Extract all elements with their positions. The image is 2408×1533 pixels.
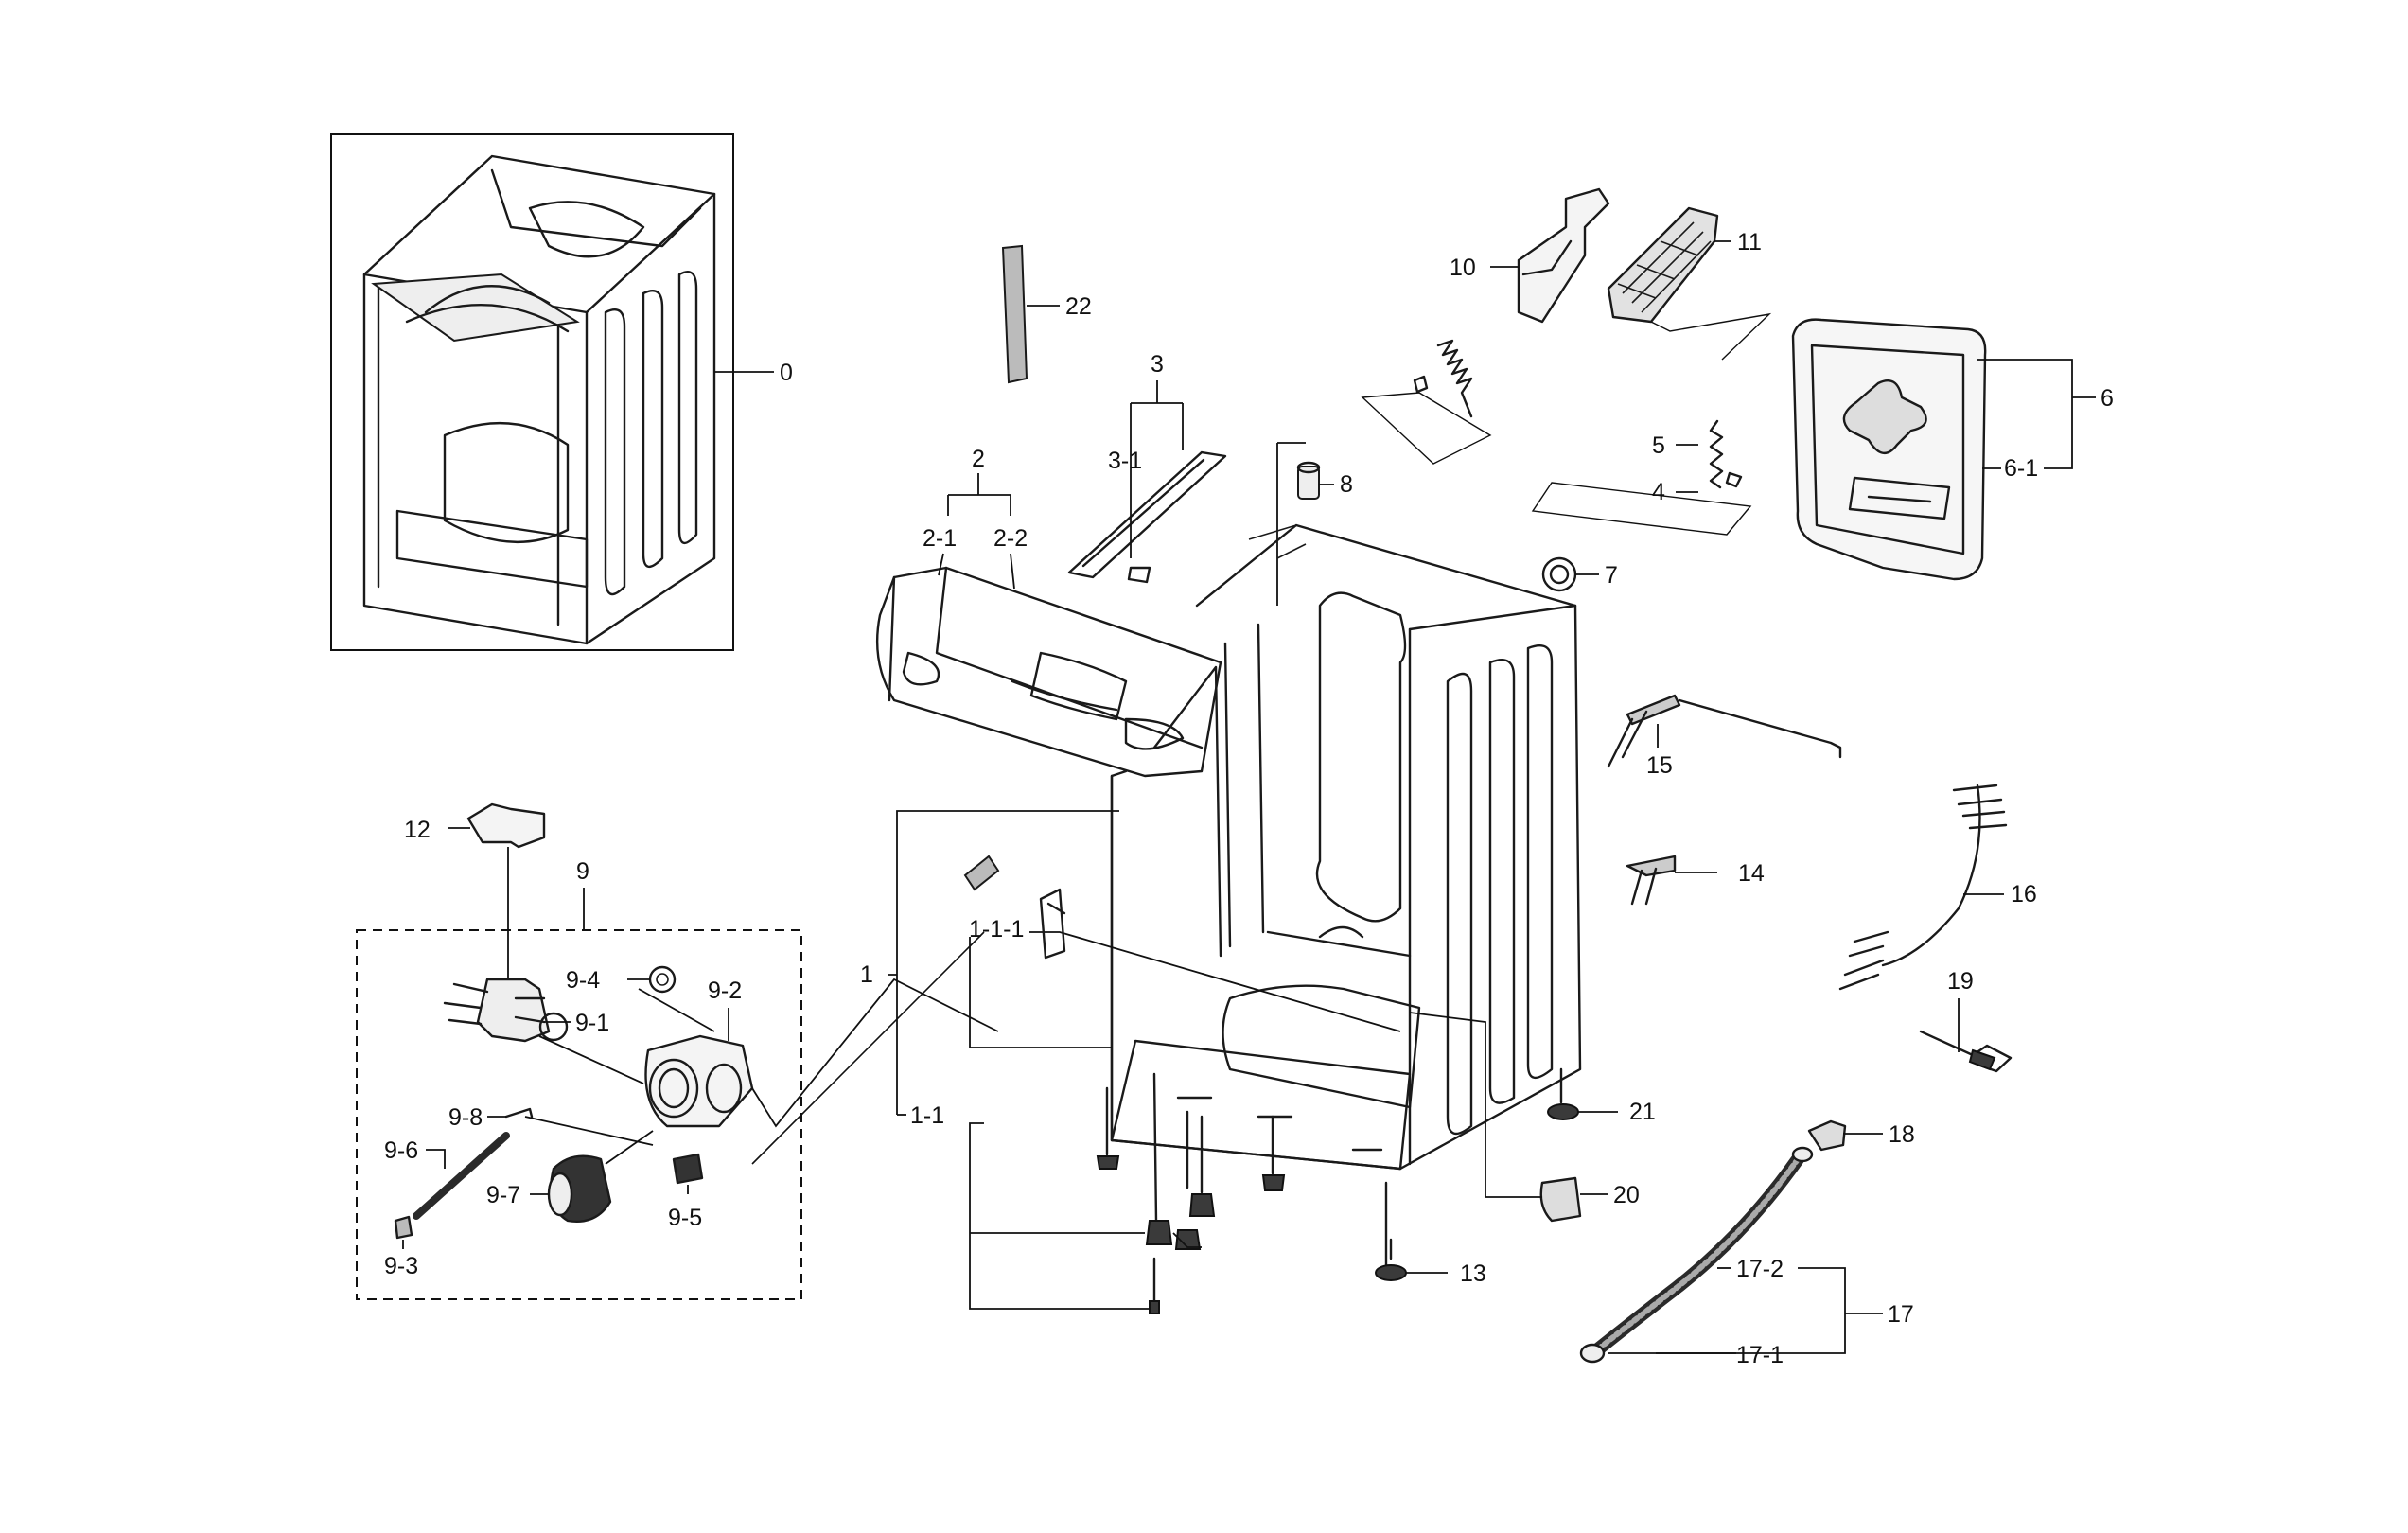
part-22-filter-strip: 22 — [1001, 244, 1092, 384]
callout-label-8: 8 — [1340, 471, 1353, 498]
callout-label-6: 6 — [2100, 385, 2114, 412]
callout-label-11: 11 — [1737, 229, 1762, 256]
callout-3: 3 3-1 — [1108, 351, 1184, 558]
callout-label-12: 12 — [404, 817, 431, 843]
part-2-control-panel-frame — [875, 566, 1222, 778]
parts-feet-legs — [1096, 1072, 1286, 1314]
callout-label-7: 7 — [1605, 562, 1618, 589]
callout-label-21: 21 — [1629, 1099, 1656, 1125]
callout-label-19: 19 — [1947, 968, 1974, 995]
callout-label-20: 20 — [1613, 1182, 1640, 1208]
callout-0: 0 — [714, 360, 793, 386]
callout-label-1: 1 — [860, 961, 873, 988]
part-16-wire-harness: 16 — [1838, 784, 2037, 991]
part-6-rear-cover: 6 6-1 — [1791, 318, 2114, 581]
callout-1: 1 1-1 1-1-1 — [860, 810, 1401, 1310]
callout-label-3-1: 3-1 — [1108, 448, 1142, 474]
part-15-damper: 15 — [1607, 694, 1842, 779]
callout-label-17-1: 17-1 — [1736, 1342, 1784, 1368]
callout-label-3: 3 — [1151, 351, 1164, 378]
callout-label-22: 22 — [1065, 293, 1092, 320]
callout-label-9-1: 9-1 — [575, 1010, 609, 1036]
callout-label-17-2: 17-2 — [1736, 1256, 1784, 1282]
part-1-main-cabinet — [1110, 523, 1582, 1171]
callout-label-15: 15 — [1646, 752, 1673, 779]
callout-label-9-6: 9-6 — [384, 1137, 418, 1164]
callout-label-9-8: 9-8 — [448, 1104, 483, 1131]
part-9-7-filter-cap: 9-7 — [486, 1130, 654, 1223]
part-17-drain-hose: 17-2 17-1 17 — [1579, 1146, 1914, 1368]
part-3-top-bracket — [1067, 450, 1227, 584]
part-18-hose-clip: 18 — [1807, 1119, 1915, 1152]
callout-label-0: 0 — [780, 360, 793, 386]
callout-label-17: 17 — [1888, 1301, 1914, 1328]
part-9-1-pump-motor: 9-1 — [443, 978, 644, 1084]
callout-label-10: 10 — [1450, 255, 1476, 281]
callout-label-4: 4 — [1652, 479, 1665, 505]
callout-label-9-2: 9-2 — [708, 978, 742, 1004]
callout-label-13: 13 — [1460, 1260, 1486, 1287]
callout-label-6-1: 6-1 — [2004, 455, 2038, 482]
callout-label-2: 2 — [972, 446, 985, 472]
part-14-damper: 14 — [1626, 855, 1765, 906]
part-20-clip: 20 — [1409, 1012, 1640, 1223]
part-9-5-connector: 9-5 — [668, 1153, 704, 1231]
callout-label-9-7: 9-7 — [486, 1182, 520, 1208]
callout-label-18: 18 — [1889, 1121, 1915, 1148]
callout-label-2-2: 2-2 — [993, 525, 1028, 552]
callout-label-9-5: 9-5 — [668, 1205, 702, 1231]
callout-label-9: 9 — [576, 858, 589, 885]
part-5-spring-top — [1361, 339, 1492, 465]
callout-label-9-3: 9-3 — [384, 1253, 418, 1279]
callout-label-1-1: 1-1 — [910, 1102, 944, 1129]
callout-label-5: 5 — [1652, 432, 1665, 459]
part-7-grommet: 7 — [1541, 556, 1618, 592]
part-bracket-small — [963, 855, 1066, 960]
part-9-6-hose: 9-6 — [384, 1132, 510, 1220]
part-0-assembled-cabinet — [330, 133, 734, 651]
part-12-pump-cover: 12 — [404, 802, 546, 979]
part-5-spring-right: 5 4 — [1531, 419, 1752, 536]
part-8-cylinder: 8 — [1276, 442, 1353, 606]
callout-label-2-1: 2-1 — [923, 525, 957, 552]
callout-label-14: 14 — [1738, 860, 1765, 887]
callout-label-16: 16 — [2011, 881, 2037, 907]
inset-frame — [330, 133, 734, 651]
part-13-leveling-foot: 13 — [1375, 1181, 1486, 1287]
part-9-8-screw: 9-8 — [448, 1104, 654, 1146]
part-11-filter-grid: 11 — [1607, 206, 1772, 361]
part-19-power-cord: 19 — [1919, 968, 2013, 1073]
part-9-3-clip: 9-3 — [384, 1215, 418, 1279]
part-21-leveling-foot: 21 — [1547, 1067, 1656, 1125]
callout-2: 2 2-1 2-2 — [923, 446, 1028, 590]
callout-label-9-4: 9-4 — [566, 967, 600, 994]
part-10-filter-cover: 10 — [1450, 187, 1610, 324]
part-9-2-pump-housing: 9-2 — [644, 931, 999, 1165]
part-9-4-seal-ring: 9-4 — [566, 965, 715, 1032]
